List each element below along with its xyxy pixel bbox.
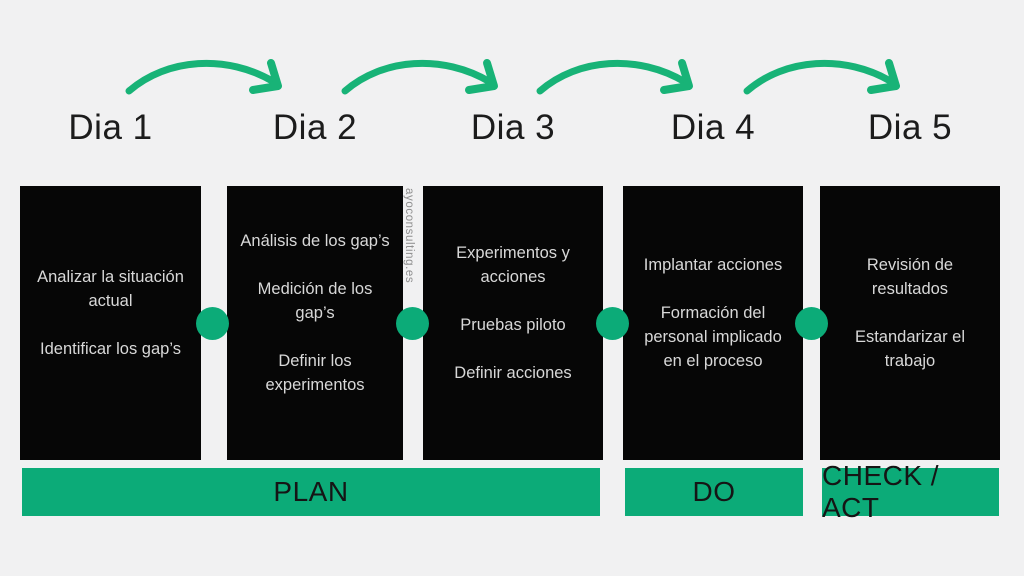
curved-arrow-icon xyxy=(743,59,900,95)
phase-label: DO xyxy=(692,476,736,507)
day-card-5: Revisión de resultados Estandarizar el t… xyxy=(820,186,1000,460)
day-card-3: Experimentos y acciones Pruebas piloto D… xyxy=(423,186,603,460)
curved-arrow-icon xyxy=(536,59,693,95)
watermark-text: ayoconsulting.es xyxy=(403,188,415,284)
task-text: Formación del personal implicado en el p… xyxy=(644,304,782,370)
phase-label: PLAN xyxy=(273,476,349,507)
connector-dot xyxy=(795,307,828,340)
task-text: Experimentos y acciones xyxy=(456,244,570,287)
phase-bar-do: DO xyxy=(625,468,803,516)
task-text: Pruebas piloto xyxy=(460,316,566,334)
task-text: Estandarizar el trabajo xyxy=(854,328,966,370)
day-card-2: Análisis de los gap’s Medición de los ga… xyxy=(227,186,403,460)
connector-dot xyxy=(396,307,429,340)
day-label-1: Dia 1 xyxy=(68,108,153,147)
day-label-2: Dia 2 xyxy=(272,108,358,147)
task-text: Definir acciones xyxy=(454,363,572,382)
task-text: Medición de los gap’s xyxy=(257,280,373,323)
curved-arrow-icon xyxy=(125,59,282,95)
phase-bar-check-act: CHECK / ACT xyxy=(822,460,999,523)
task-text: Implantar acciones xyxy=(643,256,783,275)
phase-label: CHECK / ACT xyxy=(822,460,940,523)
curved-arrow-icon xyxy=(341,59,498,95)
connector-dot xyxy=(196,307,229,340)
day-label-3: Dia 3 xyxy=(470,108,556,147)
day-card-1: Analizar la situación actual Identificar… xyxy=(20,186,201,460)
task-text: Definir los experimentos xyxy=(265,351,365,394)
task-text: Revisión de resultados xyxy=(866,256,954,299)
task-text: Identificar los gap’s xyxy=(40,339,181,358)
task-text: Análisis de los gap’s xyxy=(240,232,390,251)
day-label-5: Dia 5 xyxy=(867,108,953,147)
phase-bar-plan: PLAN xyxy=(22,468,600,516)
day-card-4: Implantar acciones Formación del persona… xyxy=(623,186,803,460)
connector-dot xyxy=(596,307,629,340)
day-label-4: Dia 4 xyxy=(670,108,756,147)
task-text: Analizar la situación actual xyxy=(37,268,184,311)
